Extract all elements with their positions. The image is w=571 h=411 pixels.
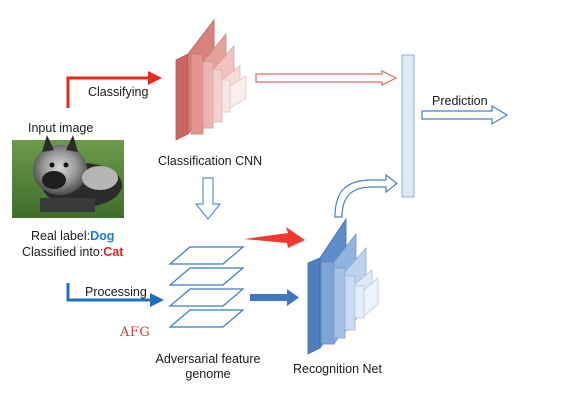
genome-to-recognition-arrow xyxy=(250,289,299,306)
real-label-prefix: Real label: xyxy=(31,229,91,243)
prediction-label: Prediction xyxy=(432,94,488,108)
classifying-label: Classifying xyxy=(88,85,149,99)
dog-photo xyxy=(12,135,124,218)
cnn-to-prediction-arrow xyxy=(255,70,398,86)
real-label-value: Dog xyxy=(90,229,115,243)
classification-cnn xyxy=(175,18,247,141)
recognition-to-output-arrow xyxy=(334,173,398,218)
processing-label: Processing xyxy=(85,285,147,299)
classification-cnn-label: Classification CNN xyxy=(158,154,263,168)
input-image-label: Input image xyxy=(28,121,94,135)
recognition-net-label: Recognition Net xyxy=(293,362,382,376)
adversarial-feature-genome-label: Adversarial feature genome xyxy=(153,352,263,382)
recognition-net xyxy=(307,217,379,355)
afg-label: AFG xyxy=(120,325,151,340)
real-label-line: Real label:Dog xyxy=(31,229,114,244)
prediction-arrow xyxy=(421,104,509,126)
classified-into-prefix: Classified into: xyxy=(22,245,104,259)
red-adversarial-arrow xyxy=(244,227,305,248)
afg-label-line2: genome xyxy=(185,367,231,381)
cnn-down-arrow xyxy=(194,177,222,220)
classified-into-line: Classified into:Cat xyxy=(22,245,123,260)
output-bar xyxy=(401,54,415,198)
afg-label-line1: Adversarial feature xyxy=(155,352,261,366)
classified-into-value: Cat xyxy=(103,245,124,259)
adversarial-feature-genome xyxy=(168,246,245,328)
classifying-arrow xyxy=(66,71,162,108)
processing-arrow xyxy=(66,283,164,307)
